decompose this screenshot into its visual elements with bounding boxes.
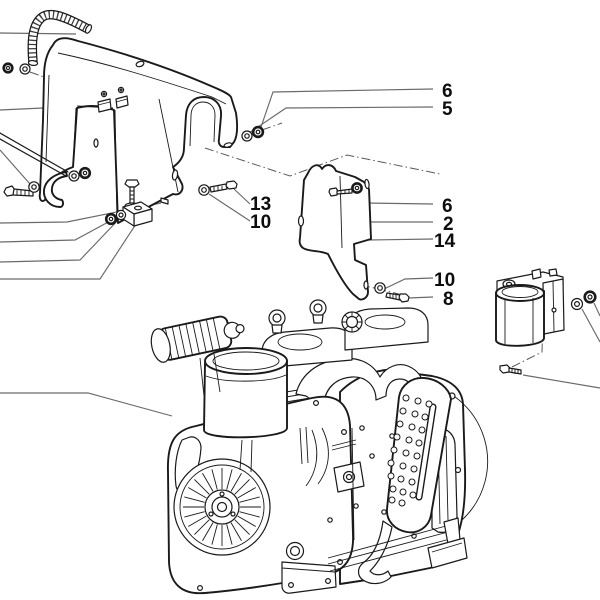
bolt-and-washer xyxy=(3,181,40,197)
callout-14: 14 xyxy=(434,231,456,252)
callout-5: 5 xyxy=(442,99,453,120)
breather-canister-assembly xyxy=(495,268,597,375)
belt-guard-shield xyxy=(38,37,238,224)
cooling-fan xyxy=(173,458,271,556)
callout-13: 13 xyxy=(250,194,272,215)
injection-pump-details xyxy=(285,425,417,561)
shield-foot xyxy=(43,171,68,208)
callout-6-top: 6 xyxy=(442,81,453,102)
nut-6-washer-5 xyxy=(241,125,265,142)
dynamo xyxy=(150,315,245,363)
side-cover-plate xyxy=(297,164,410,303)
guard-holes xyxy=(387,394,433,507)
stay-rod xyxy=(0,132,69,177)
callout-8: 8 xyxy=(443,289,454,310)
callout-10-right: 10 xyxy=(434,270,456,291)
callout-10-left: 10 xyxy=(250,212,272,233)
rubber-edge-trim xyxy=(27,9,93,67)
shield-fasteners xyxy=(0,62,265,227)
muffler-guard xyxy=(386,377,452,534)
diesel-engine xyxy=(150,299,489,595)
washer-10-and-bolt-13 xyxy=(198,180,238,196)
engine-base xyxy=(281,517,468,594)
clip-brackets xyxy=(97,86,129,113)
angle-mounting-bracket xyxy=(104,179,153,227)
leader-lines xyxy=(0,32,600,417)
stud xyxy=(160,197,169,205)
callout-2: 2 xyxy=(443,214,454,235)
callout-6-mid: 6 xyxy=(442,196,453,217)
air-cleaner xyxy=(203,347,288,473)
